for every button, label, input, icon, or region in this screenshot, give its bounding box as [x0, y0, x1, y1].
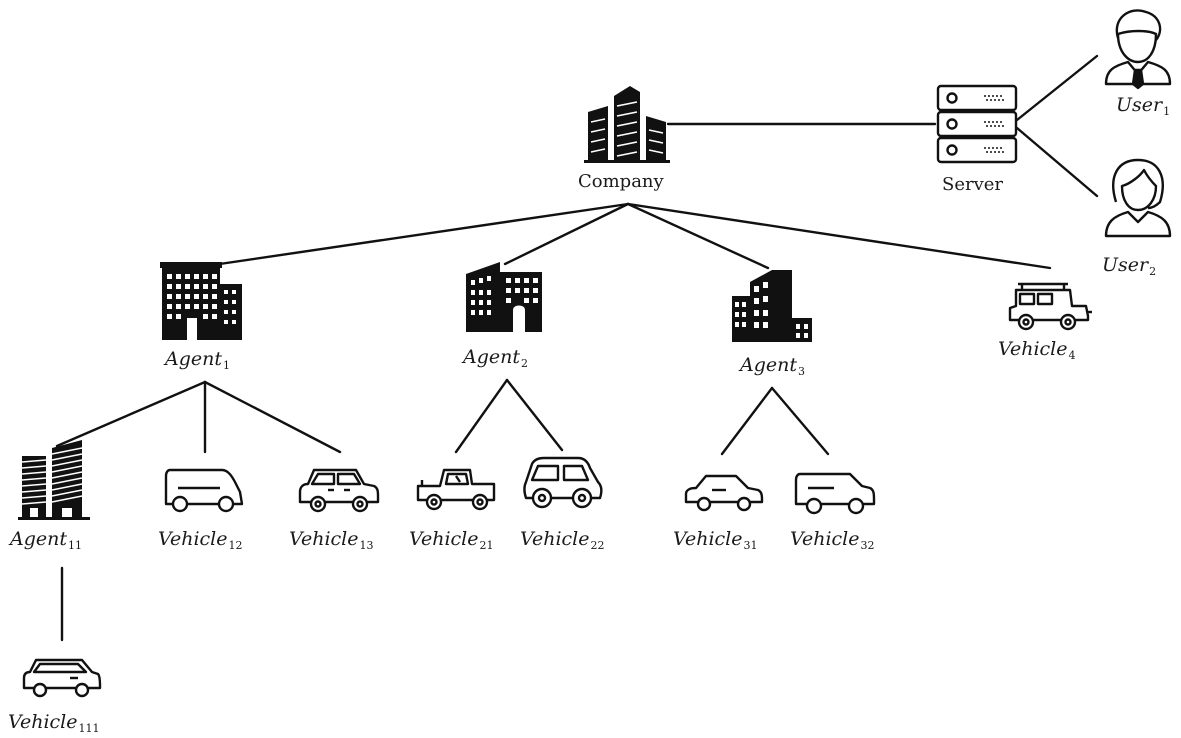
vehicle31-name: Vehicle [673, 528, 743, 550]
vehicle21-label: Vehicle21 [409, 528, 494, 552]
vehicle31-sub: 31 [743, 539, 758, 552]
edge-server-user2 [1015, 126, 1099, 198]
edges [55, 54, 1099, 642]
vehicle22-name: Vehicle [520, 528, 590, 550]
jeep-icon [1008, 282, 1092, 331]
vehicle4-sub: 4 [1068, 349, 1076, 362]
vehicle111-name: Vehicle [8, 711, 78, 733]
server-rack-icon [936, 84, 1018, 164]
vehicle13-label: Vehicle13 [289, 528, 374, 552]
edge-agent2-vehicle21 [454, 378, 509, 454]
user1-sub: 1 [1163, 105, 1171, 118]
user2-label: User2 [1102, 254, 1157, 278]
company-label: Company [578, 171, 664, 192]
vehicle21-name: Vehicle [409, 528, 479, 550]
edge-company-vehicle4 [626, 202, 1052, 270]
edge-server-user1 [1015, 54, 1099, 122]
vehicle12-label: Vehicle12 [158, 528, 243, 552]
vehicle12-name: Vehicle [158, 528, 228, 550]
edge-company-agent1 [204, 202, 630, 268]
vehicle32-sub: 32 [860, 539, 875, 552]
agent3-name: Agent [740, 354, 797, 376]
user2-name: User [1102, 254, 1149, 276]
edge-agent2-vehicle22 [505, 378, 564, 452]
agent11-name: Agent [10, 528, 67, 550]
edge-agent3-vehicle32 [770, 386, 830, 456]
agent2-sub: 2 [521, 357, 528, 370]
office-building-icon [160, 262, 242, 340]
user1-label: User1 [1116, 94, 1171, 118]
agent3-label: Agent3 [740, 354, 805, 378]
agent2-name: Agent [463, 346, 520, 368]
agent1-label: Agent1 [165, 348, 230, 372]
office-towers-icon [584, 86, 670, 163]
server-label: Server [942, 174, 1004, 195]
vehicle111-sub: 111 [78, 722, 100, 735]
edge-agent1-agent11 [55, 380, 207, 448]
agent2-label: Agent2 [463, 346, 528, 370]
sedan-icon [684, 474, 764, 512]
user2-sub: 2 [1149, 265, 1157, 278]
van-icon [164, 468, 244, 513]
woman-avatar-icon [1104, 158, 1172, 238]
vehicle32-label: Vehicle32 [790, 528, 875, 552]
vehicle21-sub: 21 [479, 539, 494, 552]
edge-company-agent3 [626, 202, 770, 270]
vehicle12-sub: 12 [228, 539, 243, 552]
office-building-icon [466, 262, 542, 332]
man-avatar-icon [1104, 9, 1172, 90]
vehicle22-label: Vehicle22 [520, 528, 605, 552]
vehicle4-label: Vehicle4 [998, 338, 1076, 362]
city-buildings-icon [732, 270, 812, 342]
edge-agent1-vehicle13 [203, 380, 342, 454]
vehicle13-sub: 13 [359, 539, 374, 552]
suv-icon [794, 472, 876, 515]
edge-company-agent2 [503, 202, 630, 266]
skyscrapers-icon [18, 440, 90, 520]
edge-agent3-vehicle31 [720, 386, 774, 456]
vehicle111-label: Vehicle111 [8, 711, 100, 735]
car-front-icon [523, 456, 603, 509]
agent11-sub: 11 [68, 539, 82, 552]
vehicle13-name: Vehicle [289, 528, 359, 550]
car-icon [298, 468, 380, 513]
vehicle32-name: Vehicle [790, 528, 860, 550]
user1-name: User [1116, 94, 1163, 116]
vehicle31-label: Vehicle31 [673, 528, 758, 552]
vehicle4-name: Vehicle [998, 338, 1068, 360]
pickup-truck-icon [416, 468, 496, 511]
agent1-sub: 1 [223, 359, 230, 372]
agent1-name: Agent [165, 348, 222, 370]
agent11-label: Agent11 [10, 528, 82, 552]
agent3-sub: 3 [798, 365, 805, 378]
hatchback-icon [22, 658, 102, 698]
vehicle22-sub: 22 [590, 539, 605, 552]
